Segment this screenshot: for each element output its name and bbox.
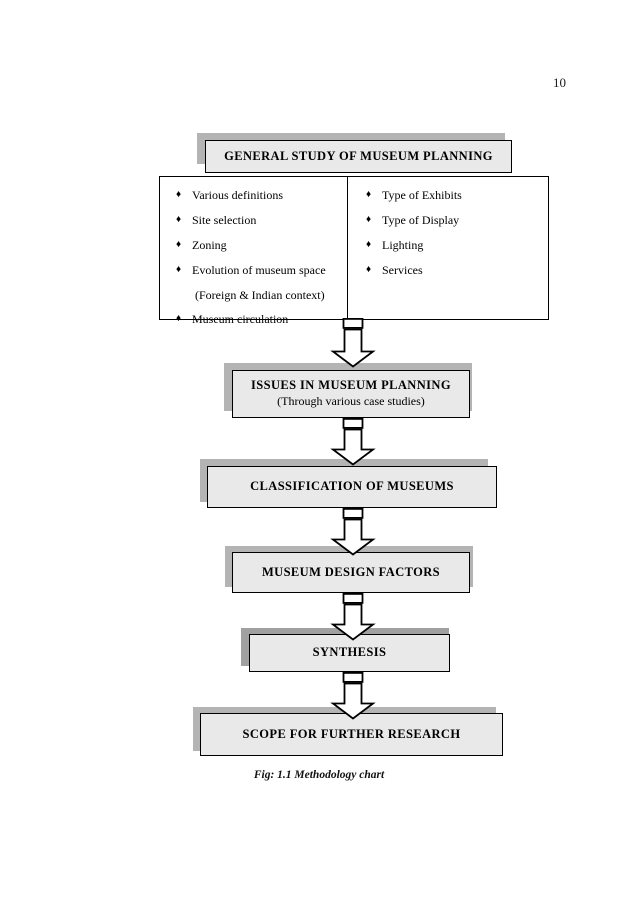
list-item-label: Various definitions [192, 188, 283, 202]
scope-box-label: SCOPE FOR FURTHER RESEARCH [242, 726, 461, 741]
issues-box-label: ISSUES IN MUSEUM PLANNING [251, 378, 451, 393]
diamond-bullet-icon: ♦ [176, 189, 182, 200]
list-item-label: Evolution of museum space [192, 262, 326, 277]
list-item-label: Museum circulation [192, 312, 289, 327]
flow-arrow-down [326, 672, 380, 720]
list-item-label: Type of Exhibits [382, 188, 462, 202]
diamond-bullet-icon: ♦ [366, 263, 372, 275]
general-study-box[interactable]: GENERAL STUDY OF MUSEUM PLANNING [205, 140, 512, 173]
list-item-label: Lighting [382, 237, 424, 252]
list-item: ♦ Services [366, 263, 542, 277]
diamond-bullet-icon: ♦ [176, 213, 182, 225]
list-item: ♦ Lighting [366, 238, 542, 252]
flow-arrow-down [326, 418, 380, 466]
diamond-bullet-icon: ♦ [176, 313, 182, 325]
list-item-label: Services [382, 262, 423, 277]
diamond-bullet-icon: ♦ [366, 189, 372, 200]
diamond-bullet-icon: ♦ [366, 213, 372, 225]
detail-panel-right-column: ♦ Type of Exhibits ♦ Type of Display ♦ L… [348, 177, 548, 319]
synthesis-box-label: SYNTHESIS [312, 645, 387, 660]
flow-arrow-down [326, 508, 380, 556]
general-study-box-label: GENERAL STUDY OF MUSEUM PLANNING [224, 148, 493, 163]
issues-box-sublabel: (Through various case studies) [277, 394, 425, 409]
classification-box[interactable]: CLASSIFICATION OF MUSEUMS [207, 466, 497, 508]
diamond-bullet-icon: ♦ [366, 238, 372, 250]
list-item: ♦ Evolution of museum space [176, 263, 341, 277]
classification-box-label: CLASSIFICATION OF MUSEUMS [250, 479, 454, 494]
page-number: 10 [553, 75, 566, 90]
list-item-continuation: (Foreign & Indian context) [195, 287, 325, 302]
list-item-label: Site selection [192, 212, 257, 227]
list-item-label: Zoning [192, 237, 227, 252]
diamond-bullet-icon: ♦ [176, 238, 182, 250]
design-factors-box[interactable]: MUSEUM DESIGN FACTORS [232, 552, 470, 593]
list-item: ♦ Type of Exhibits [366, 188, 542, 202]
list-item: ♦ Zoning [176, 238, 341, 252]
diamond-bullet-icon: ♦ [176, 263, 182, 275]
list-item: ♦ Various definitions [176, 188, 341, 202]
scope-box[interactable]: SCOPE FOR FURTHER RESEARCH [200, 713, 503, 756]
design-factors-box-label: MUSEUM DESIGN FACTORS [261, 564, 441, 579]
list-item: ♦ Site selection [176, 213, 341, 227]
general-study-detail-panel: ♦ Various definitions ♦ Site selection ♦… [159, 176, 549, 326]
flow-arrow-down [326, 593, 380, 641]
list-item-label: Type of Display [382, 212, 460, 227]
issues-box[interactable]: ISSUES IN MUSEUM PLANNING (Through vario… [232, 370, 470, 418]
flow-arrow-down [326, 318, 380, 368]
list-item: ♦ Museum circulation [176, 312, 341, 326]
figure-caption: Fig: 1.1 Methodology chart [253, 769, 385, 781]
list-item: ♦ Type of Display [366, 213, 542, 227]
detail-panel-left-column: ♦ Various definitions ♦ Site selection ♦… [160, 177, 348, 326]
